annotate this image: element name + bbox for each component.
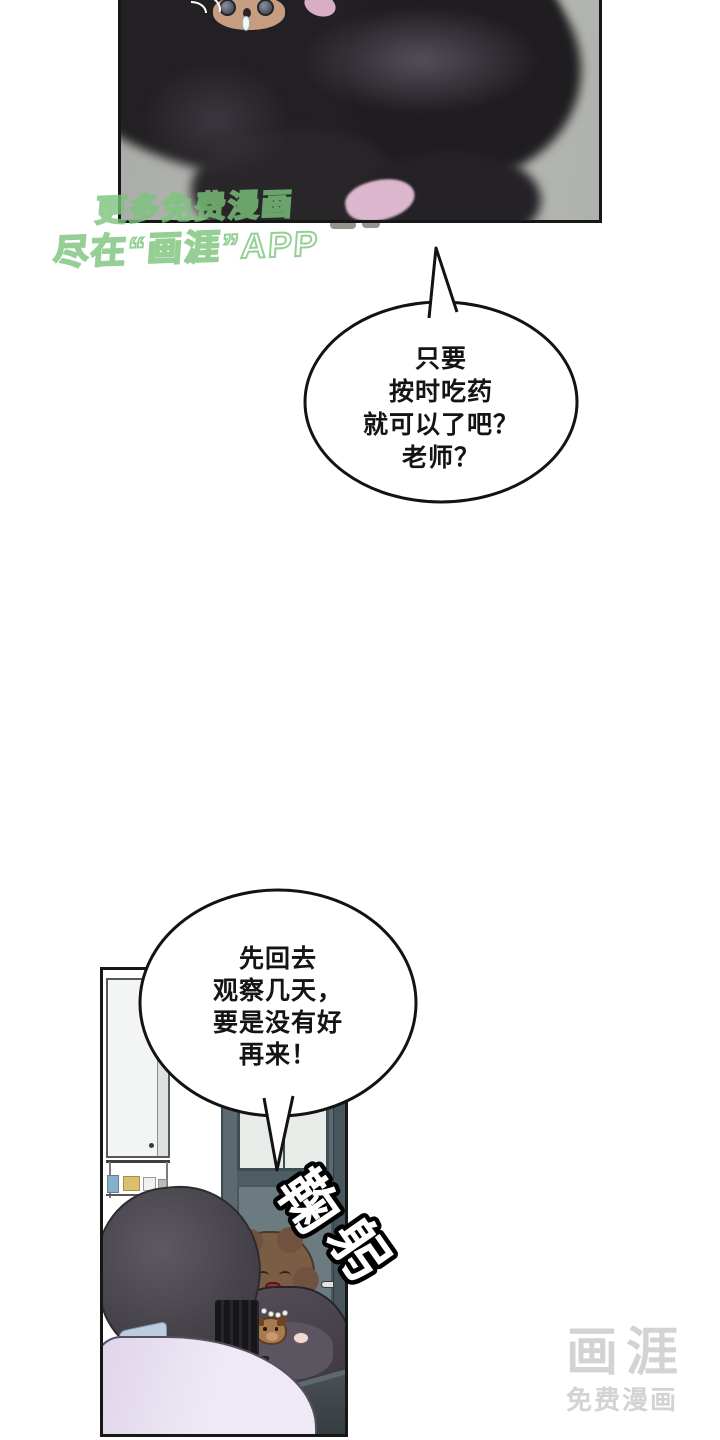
small-dog-head	[254, 1316, 287, 1345]
necklace-pearl	[282, 1310, 288, 1316]
panel-overhang	[330, 223, 356, 229]
fur-highlight	[301, 5, 541, 115]
woman-closed-eye	[257, 1271, 269, 1280]
panel-overhang	[362, 223, 380, 228]
panel-top	[118, 0, 602, 223]
dog-eye-icon	[219, 0, 236, 16]
hair-curl	[277, 1227, 303, 1253]
shelf-item-blue	[107, 1175, 119, 1193]
bubble-line: 只要	[414, 345, 467, 373]
fur-highlight-left	[141, 60, 291, 180]
huaya-logo: 画涯	[566, 1324, 687, 1382]
bubble-tail	[427, 246, 459, 319]
small-dog-ear	[254, 1316, 264, 1326]
necklace-pearl	[268, 1311, 274, 1317]
door-rail	[237, 1171, 329, 1185]
sfx-bow: 鞠 躬	[260, 1155, 406, 1297]
bubble-line: 再来！	[238, 1041, 317, 1069]
speech-bubble-2-text: 先回去 观察几天， 要是没有好 再来！	[148, 943, 408, 1071]
bubble-line: 老师？	[401, 444, 480, 472]
huaya-logo-subtitle: 免费漫画	[566, 1385, 679, 1415]
shelf	[106, 1160, 170, 1163]
bubble-line: 就可以了吧？	[362, 411, 519, 439]
bubble-line: 按时吃药	[388, 378, 493, 406]
dog-eye-icon	[257, 0, 274, 16]
watermark-line-2: 尽在“画涯”APP	[51, 223, 322, 273]
bubble-line: 观察几天，	[212, 977, 343, 1005]
cabinet-knob-icon	[149, 1143, 154, 1148]
dog-face	[213, 0, 285, 31]
shelf-post	[166, 1162, 168, 1198]
dog-drool	[242, 16, 250, 31]
woman-closed-eye	[279, 1271, 291, 1280]
bubble-line: 先回去	[238, 945, 317, 973]
speech-bubble-1-text: 只要 按时吃药 就可以了吧？ 老师？	[311, 343, 571, 475]
cabinet-side	[157, 980, 168, 1156]
small-dog-eye	[274, 1327, 278, 1331]
speech-bubble-1	[303, 246, 579, 504]
necklace-pearl	[261, 1308, 267, 1314]
woman-hand	[293, 1332, 309, 1344]
bubble-tail	[262, 1095, 295, 1172]
dog-nose-icon	[243, 8, 251, 18]
small-dog-eye	[263, 1327, 267, 1331]
shelf-item-yellow	[123, 1176, 140, 1191]
small-dog-snout	[266, 1332, 278, 1341]
speech-bubble-2	[138, 888, 418, 1172]
bubble-line: 要是没有好	[212, 1009, 343, 1037]
